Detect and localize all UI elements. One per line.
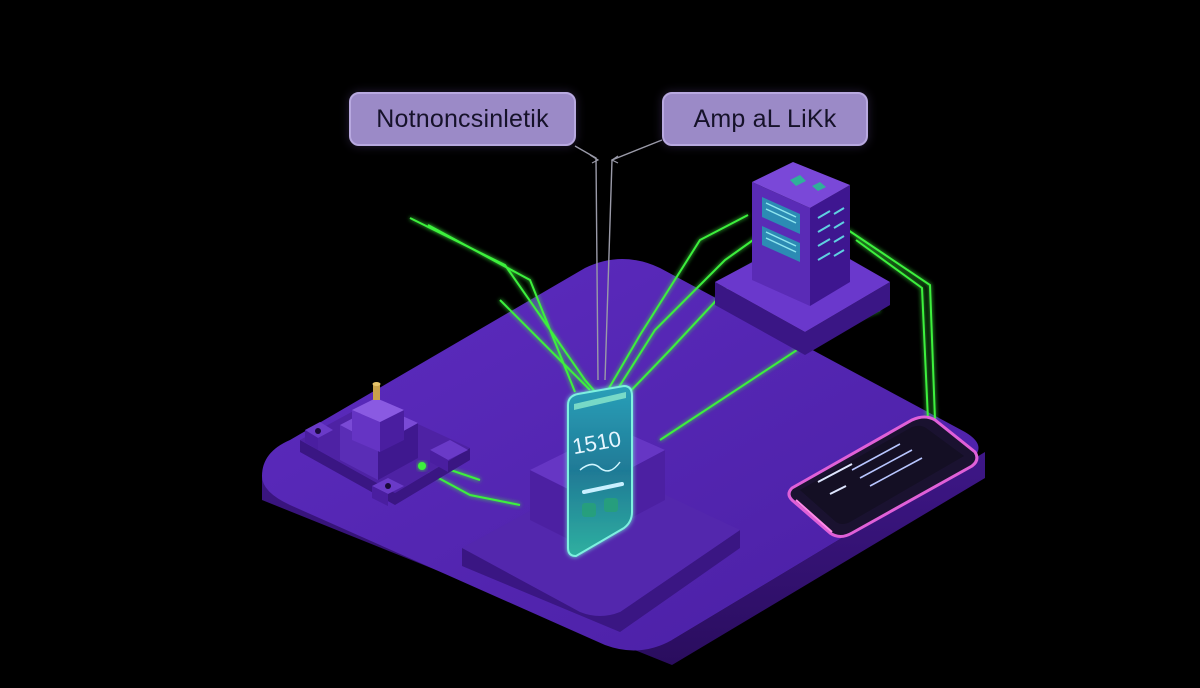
link-line [604,214,749,396]
callout-label-right: Amp aL LiKk [662,92,868,146]
callout-text: Amp aL LiKk [693,104,837,133]
router-hub-icon [300,382,470,506]
link-line [499,299,591,391]
link-line [427,224,576,393]
smartphone-icon: 1510 [530,384,665,558]
tablet-icon [787,415,979,538]
link-line [847,229,936,421]
callout-label-left: Notnoncsinletik [349,92,576,146]
central-pad [462,474,740,632]
callout-text: Notnoncsinletik [376,104,549,133]
link-line [855,239,929,421]
server-rack-icon [715,162,890,355]
callout-connectors [574,139,663,381]
link-line [611,227,771,399]
